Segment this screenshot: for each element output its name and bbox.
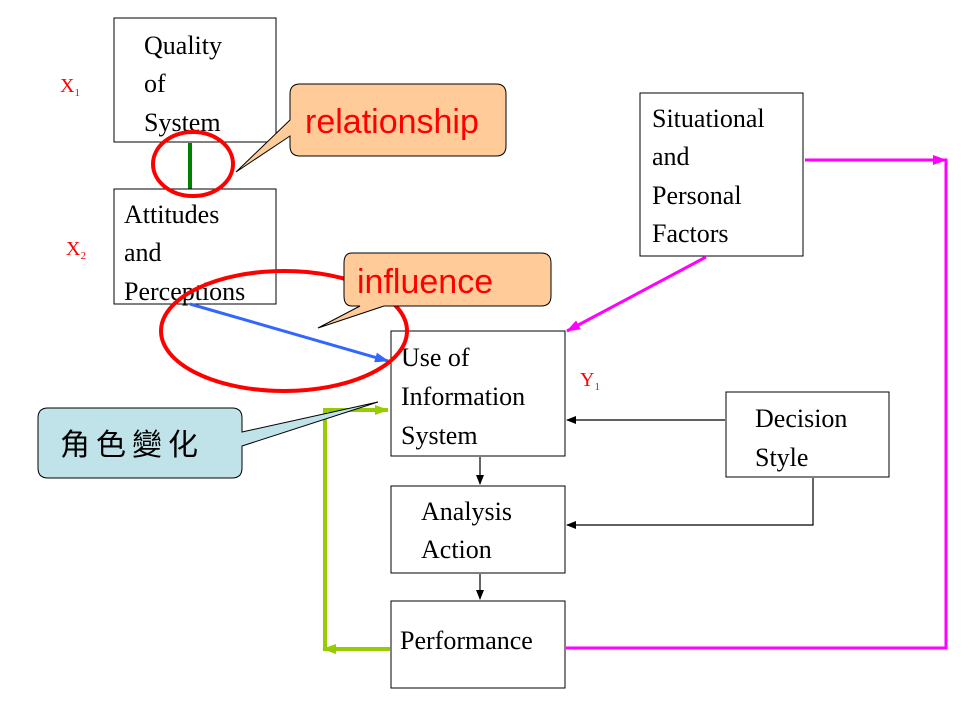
relationship-callout: relationship [235, 83, 507, 173]
use-of-information-system-box: Use of Information System [390, 330, 566, 457]
performance-to-situational-feedback-arrow [566, 158, 948, 650]
situational-to-use-arrow [566, 255, 707, 333]
analysis-line-2: Action [421, 535, 492, 564]
decision-to-analysis-arrow [566, 478, 814, 529]
analysis-action-box: Analysis Action [390, 485, 566, 574]
relationship-highlight-circle [151, 130, 235, 198]
attitudes-line-3: Perceptions [124, 277, 245, 306]
situational-line-1: Situational [652, 104, 765, 133]
performance-feedback-arrow [323, 405, 390, 651]
attitudes-line-2: and [124, 238, 162, 267]
decision-line-2: Style [755, 443, 808, 472]
x2-label: X2 [66, 238, 86, 262]
role-change-callout-text: 角色變化 [60, 428, 204, 463]
attitudes-line-1: Attitudes [124, 200, 219, 229]
use-line-2: Information [401, 382, 525, 411]
use-line-1: Use of [401, 343, 470, 372]
analysis-line-1: Analysis [421, 497, 512, 526]
performance-box: Performance [390, 600, 566, 689]
influence-callout-text: influence [357, 263, 493, 301]
quality-of-system-box: Quality of System [113, 17, 277, 143]
quality-line-1: Quality [144, 31, 222, 60]
attitudes-to-use-arrow [189, 302, 389, 363]
performance-line-1: Performance [400, 626, 533, 655]
decision-style-box: Decision Style [725, 391, 890, 478]
situational-personal-factors-box: Situational and Personal Factors [639, 92, 804, 257]
influence-highlight-circle [159, 269, 409, 393]
relationship-callout-text: relationship [305, 103, 479, 141]
situational-line-3: Personal [652, 181, 742, 210]
situational-line-4: Factors [652, 219, 729, 248]
role-change-callout: 角色變化 [37, 401, 379, 479]
situational-line-2: and [652, 142, 690, 171]
quality-line-2: of [144, 69, 166, 98]
x1-label: X1 [60, 75, 80, 99]
influence-callout: influence [317, 252, 552, 329]
y1-label: Y1 [580, 369, 600, 393]
use-line-3: System [401, 421, 478, 450]
decision-line-1: Decision [755, 404, 847, 433]
